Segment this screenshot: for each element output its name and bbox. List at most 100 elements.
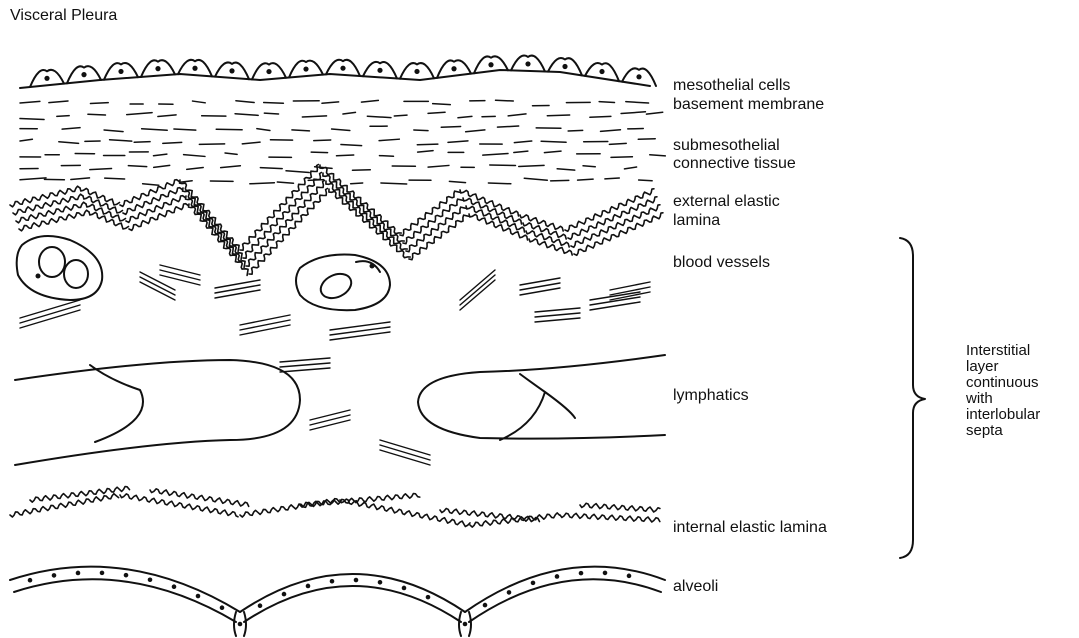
- connective-tissue-fiber: [225, 153, 237, 154]
- mesothelial-nucleus: [229, 68, 234, 73]
- endothelial-nucleus: [36, 274, 41, 279]
- collagen-fiber: [160, 275, 200, 285]
- endothelial-nucleus: [370, 264, 375, 269]
- connective-tissue-fiber: [650, 155, 666, 156]
- elastic-fiber: [574, 213, 663, 256]
- collagen-fiber: [535, 308, 580, 312]
- connective-tissue-fiber: [414, 130, 428, 131]
- mesothelial-nucleus: [303, 66, 308, 71]
- connective-tissue-fiber: [428, 112, 445, 113]
- connective-tissue-fiber: [193, 101, 206, 103]
- connective-tissue-fiber: [351, 183, 363, 184]
- connective-tissue-fiber: [568, 130, 582, 131]
- mesothelial-nucleus: [599, 69, 604, 74]
- connective-tissue-fiber: [367, 116, 391, 117]
- connective-tissue-fiber: [341, 145, 362, 146]
- collagen-fiber-bundles: [20, 265, 650, 465]
- connective-tissue-fiber: [544, 151, 561, 153]
- connective-tissue-fiber: [646, 112, 662, 114]
- interstitial-bracket: [900, 238, 925, 558]
- lymphatic-valve: [90, 365, 143, 442]
- submesothelial-connective-tissue: [20, 100, 665, 185]
- alveolar-cell-nucleus: [531, 581, 536, 586]
- connective-tissue-fiber: [557, 169, 575, 170]
- connective-tissue-fiber: [128, 166, 146, 167]
- connective-tissue-fiber: [524, 178, 547, 180]
- connective-tissue-fiber: [605, 178, 619, 179]
- connective-tissue-fiber: [143, 184, 159, 186]
- alveolar-septum: [234, 612, 236, 636]
- elastic-fiber: [440, 509, 539, 522]
- connective-tissue-fiber: [302, 116, 326, 117]
- connective-tissue-fiber: [235, 114, 258, 116]
- connective-tissue-fiber: [322, 102, 339, 103]
- elastic-fiber: [320, 165, 401, 234]
- lymphatic-vessel: [15, 360, 300, 465]
- collagen-fiber: [140, 282, 175, 300]
- connective-tissue-fiber: [394, 115, 407, 116]
- connective-tissue-fiber: [514, 141, 531, 143]
- connective-tissue-fiber: [508, 114, 526, 116]
- basement-membrane-line: [20, 70, 650, 88]
- connective-tissue-fiber: [599, 102, 614, 103]
- connective-tissue-fiber: [184, 155, 205, 157]
- lymphatic-valve: [500, 374, 575, 440]
- connective-tissue-fiber: [59, 142, 79, 144]
- connective-tissue-fiber: [20, 178, 46, 180]
- mesothelial-nucleus: [192, 66, 197, 71]
- alveolar-wall-inner: [14, 579, 236, 622]
- connective-tissue-fiber: [90, 168, 112, 169]
- lymphatic-vessels: [15, 355, 665, 465]
- elastic-fiber: [529, 239, 572, 255]
- mesothelial-nucleus: [451, 66, 456, 71]
- connective-tissue-fiber: [519, 165, 544, 166]
- connective-tissue-fiber: [90, 103, 108, 104]
- mesothelial-nucleus: [488, 62, 493, 67]
- connective-tissue-fiber: [264, 113, 278, 114]
- elastic-fiber: [580, 503, 660, 512]
- collagen-fiber: [160, 270, 200, 280]
- collagen-fiber: [140, 272, 175, 290]
- collagen-fiber: [240, 325, 290, 335]
- connective-tissue-fiber: [626, 102, 649, 103]
- connective-tissue-fiber: [153, 154, 166, 156]
- connective-tissue-fiber: [379, 139, 399, 140]
- elastic-fiber: [520, 215, 563, 231]
- interstitial-layer-label: Interstitial layer continuous with inter…: [966, 343, 1040, 439]
- alveolar-cell-nucleus: [306, 584, 311, 589]
- connective-tissue-fiber: [609, 143, 626, 144]
- alveolar-wall-inner: [469, 579, 661, 622]
- collagen-fiber: [240, 315, 290, 325]
- connective-tissue-fiber: [236, 101, 254, 103]
- label-connective-tissue: connective tissue: [673, 154, 796, 173]
- connective-tissue-fiber: [20, 101, 40, 103]
- connective-tissue-fiber: [578, 179, 594, 180]
- alveolar-cell-nucleus: [463, 622, 468, 627]
- connective-tissue-fiber: [277, 182, 293, 183]
- connective-tissue-fiber: [286, 171, 309, 173]
- alveolar-cell-nucleus: [148, 577, 153, 582]
- connective-tissue-fiber: [242, 142, 260, 144]
- connective-tissue-fiber: [379, 156, 393, 157]
- interstitial-label-line: with: [966, 391, 1040, 407]
- mesothelial-nucleus: [525, 61, 530, 66]
- collagen-fiber: [280, 368, 330, 372]
- alveolar-cell-nucleus: [172, 584, 177, 589]
- red-blood-cell: [39, 247, 65, 277]
- collagen-fiber: [535, 318, 580, 322]
- elastic-fiber: [560, 513, 660, 522]
- connective-tissue-fiber: [448, 141, 468, 143]
- alveolar-cell-nucleus: [354, 578, 359, 583]
- collagen-fiber: [160, 265, 200, 275]
- alveolar-cell-nucleus: [426, 595, 431, 600]
- connective-tissue-fiber: [257, 129, 270, 131]
- alveolar-cell-nucleus: [603, 571, 608, 576]
- elastic-fiber: [243, 173, 321, 259]
- mesothelial-nucleus: [81, 72, 86, 77]
- connective-tissue-fiber: [624, 167, 636, 169]
- connective-tissue-fiber: [417, 144, 438, 145]
- collagen-fiber: [20, 310, 80, 328]
- connective-tissue-fiber: [127, 113, 152, 115]
- interstitial-label-line: layer: [966, 359, 1040, 375]
- red-blood-cell: [64, 260, 88, 288]
